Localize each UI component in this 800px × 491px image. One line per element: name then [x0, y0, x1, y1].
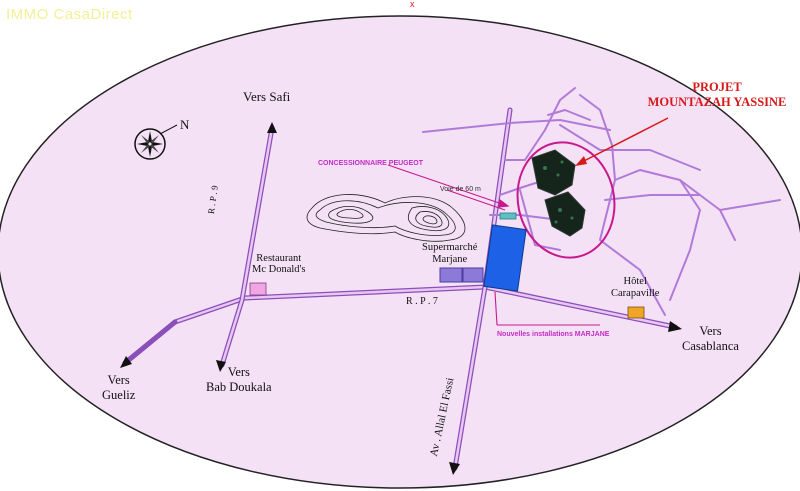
arrow-safi: [267, 122, 277, 133]
project-highlight-circle: [516, 141, 616, 259]
compass-north-line: [159, 124, 178, 135]
compass-rose-icon: [134, 128, 166, 160]
top-mark: x: [410, 0, 415, 9]
label-hotel: Hôtel Carapaville: [611, 276, 660, 299]
hotel-building: [627, 306, 645, 319]
project-title-line1: PROJET: [692, 80, 742, 94]
label-vers-casablanca: Vers Casablanca: [682, 324, 739, 353]
marjane-building: [483, 224, 527, 292]
project-area: [516, 141, 616, 259]
label-supermarche: Supermarché Marjane: [422, 242, 478, 265]
road-arrows: [120, 122, 682, 475]
arrow-casablanca: [668, 321, 682, 332]
project-plot-north: [531, 149, 576, 196]
peugeot-building: [499, 212, 517, 220]
marjane-parking-2: [462, 267, 484, 283]
project-pointer-arrow: [575, 117, 669, 166]
label-nouvelles-installations: Nouvelles installations MARJANE: [497, 331, 610, 338]
project-title: PROJET MOUNTAZAH YASSINE: [634, 80, 800, 110]
label-rp7: R . P . 7: [406, 296, 438, 307]
label-concessionnaire: CONCESSIONNAIRE PEUGEOT: [318, 160, 424, 167]
arrow-avenue: [449, 462, 460, 475]
marjane-parking-1: [439, 267, 463, 283]
label-vers-gueliz: Vers Gueliz: [102, 373, 136, 402]
label-vers-bab-doukala: Vers Bab Doukala: [206, 365, 272, 394]
watermark: IMMO CasaDirect: [6, 6, 133, 23]
label-vers-safi: Vers Safi: [243, 89, 291, 104]
roads: [122, 87, 781, 471]
label-restaurant: Restaurant Mc Donald's: [252, 253, 306, 275]
restaurant-building: [249, 282, 267, 296]
project-title-line2: MOUNTAZAH YASSINE: [647, 95, 787, 109]
terrain-contours: [306, 194, 466, 242]
arrow-bab-doukala: [216, 360, 226, 372]
road-gueliz: [122, 319, 178, 366]
map-oval: [0, 15, 800, 489]
annotation-lines: [387, 164, 600, 326]
north-label: N: [180, 117, 190, 132]
project-plot-south: [544, 191, 586, 237]
arrow-gueliz: [120, 356, 132, 368]
label-voie: Voie de 60 m: [440, 186, 481, 193]
